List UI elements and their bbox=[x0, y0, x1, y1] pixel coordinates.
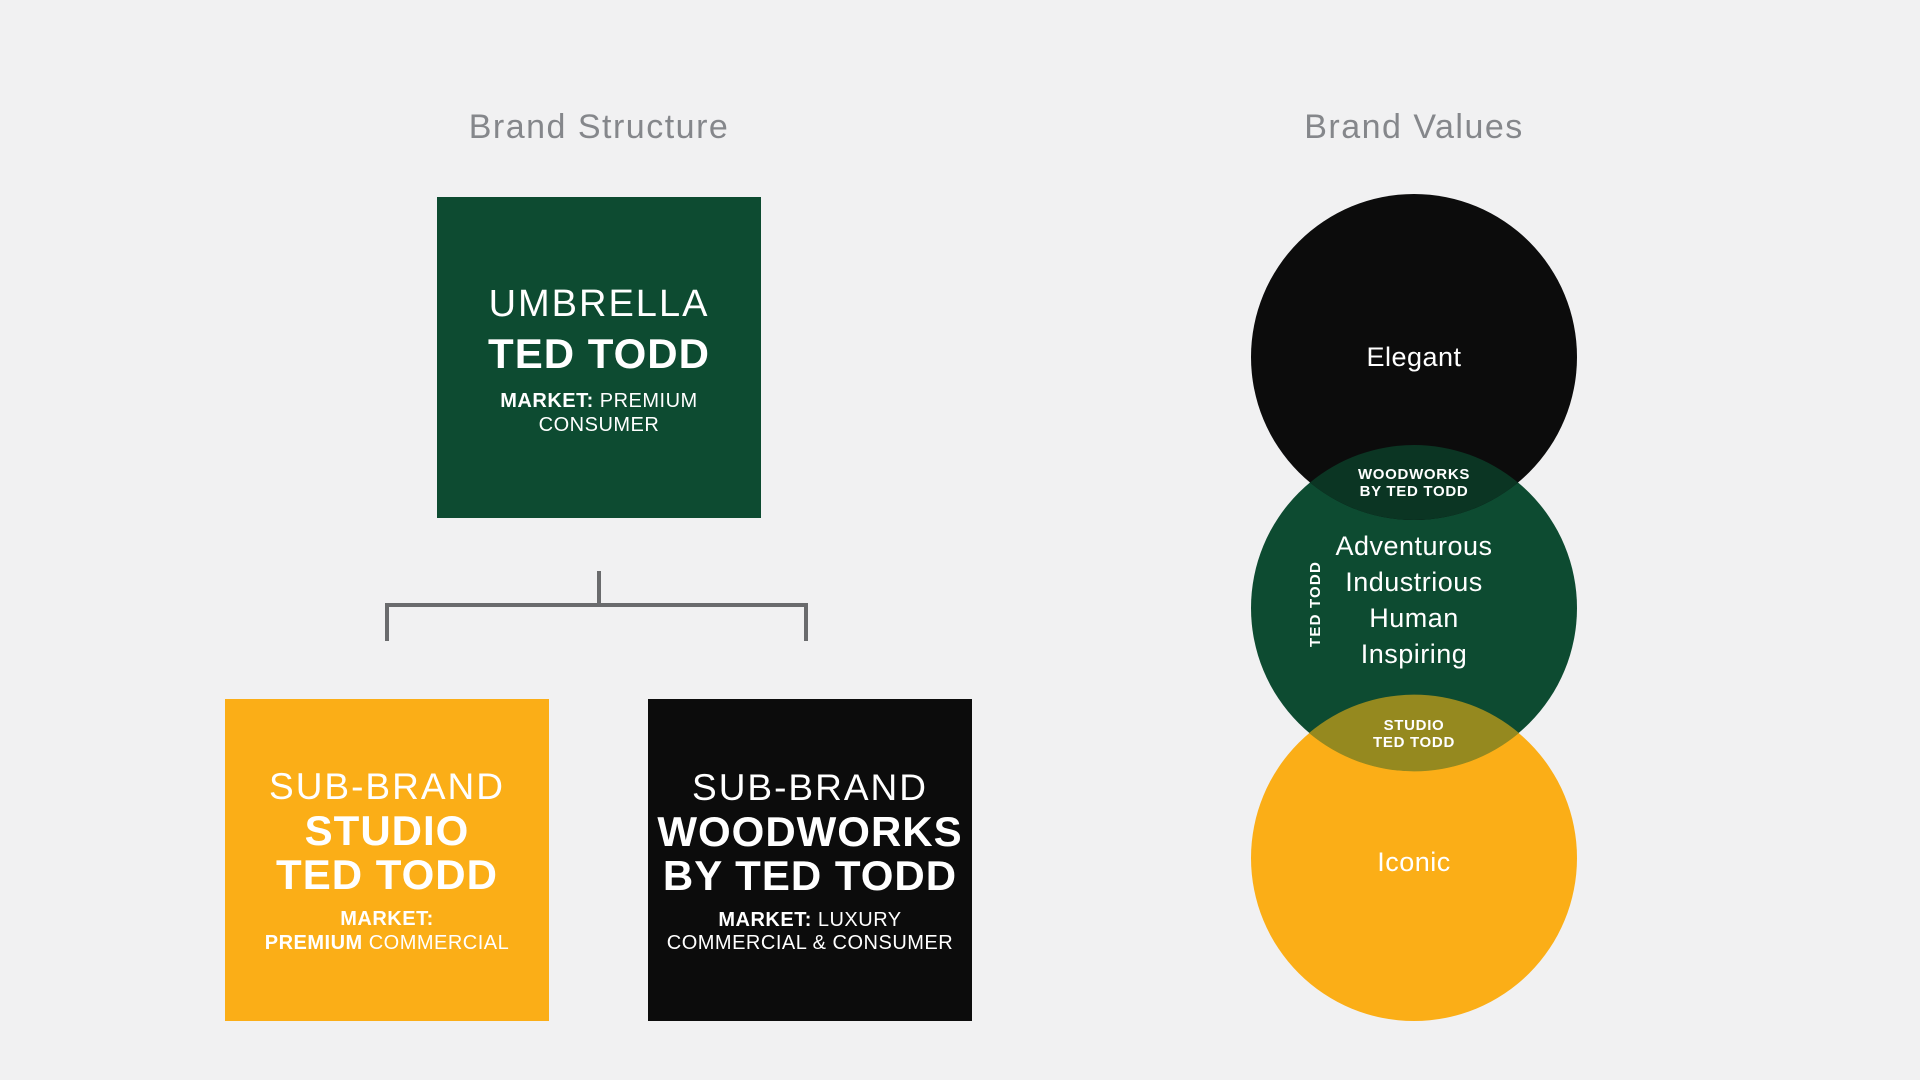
woodworks-name-line1: WOODWORKS bbox=[657, 807, 963, 855]
elegant-circle bbox=[1251, 194, 1577, 520]
woodworks-market-label: MARKET: bbox=[718, 908, 812, 931]
studio-overlap-line2: TED TODD bbox=[1373, 734, 1455, 751]
woodworks-market-line2: COMMERCIAL & CONSUMER bbox=[666, 931, 954, 954]
value-item-industrious: Industrious bbox=[1345, 567, 1483, 597]
brand-structure-title: Brand Structure bbox=[468, 108, 730, 146]
connector-right-drop bbox=[804, 603, 808, 641]
brand-values-list: Adventurous Industrious Human Inspiring bbox=[1289, 528, 1539, 672]
studio-overlap-label: STUDIO TED TODD bbox=[1289, 717, 1539, 751]
value-item-human: Human bbox=[1369, 603, 1459, 633]
woodworks-market-line: MARKET:LUXURY bbox=[718, 908, 901, 932]
woodworks-overlap-label: WOODWORKS BY TED TODD bbox=[1289, 466, 1539, 500]
umbrella-market-label: MARKET: bbox=[500, 389, 594, 412]
woodworks-market-value: LUXURY bbox=[817, 908, 902, 931]
umbrella-box: UMBRELLA TED TODD MARKET:PREMIUM CONSUME… bbox=[437, 197, 761, 518]
studio-name-line1: STUDIO bbox=[304, 807, 470, 854]
umbrella-brand-name: TED TODD bbox=[488, 329, 710, 377]
venn-diagram bbox=[1251, 194, 1577, 1021]
woodworks-overlap-shape bbox=[1310, 445, 1518, 520]
woodworks-box: SUB-BRAND WOODWORKS BY TED TODD MARKET:L… bbox=[648, 699, 972, 1021]
woodworks-overlap-line2: BY TED TODD bbox=[1359, 483, 1469, 500]
connector-left-drop bbox=[385, 603, 389, 641]
ted-todd-circle bbox=[1251, 445, 1577, 771]
umbrella-market-line: MARKET:PREMIUM CONSUMER bbox=[437, 389, 761, 437]
studio-box: SUB-BRAND STUDIO TED TODD MARKET: PREMIU… bbox=[225, 699, 549, 1021]
studio-overlap-shape bbox=[1309, 694, 1519, 772]
value-item-adventurous: Adventurous bbox=[1335, 531, 1493, 561]
connector-stub bbox=[597, 571, 601, 605]
iconic-circle bbox=[1251, 695, 1577, 1021]
studio-overlap-line1: STUDIO bbox=[1383, 717, 1445, 734]
elegant-label: Elegant bbox=[1366, 342, 1462, 372]
umbrella-tier-label: UMBRELLA bbox=[488, 282, 710, 325]
studio-market-value: COMMERCIAL bbox=[368, 932, 510, 954]
studio-tier-label: SUB-BRAND bbox=[269, 766, 505, 807]
value-item-inspiring: Inspiring bbox=[1360, 639, 1468, 669]
studio-name-line2: TED TODD bbox=[276, 851, 498, 898]
studio-market-label: MARKET: PREMIUM bbox=[264, 908, 434, 954]
umbrella-market-value: PREMIUM CONSUMER bbox=[538, 389, 698, 436]
woodworks-tier-label: SUB-BRAND bbox=[692, 766, 928, 808]
connector-crossbar bbox=[385, 603, 808, 607]
iconic-label: Iconic bbox=[1377, 847, 1451, 877]
woodworks-name-line2: BY TED TODD bbox=[662, 851, 958, 899]
brand-values-title: Brand Values bbox=[1304, 108, 1524, 146]
woodworks-overlap-line1: WOODWORKS bbox=[1357, 466, 1471, 483]
